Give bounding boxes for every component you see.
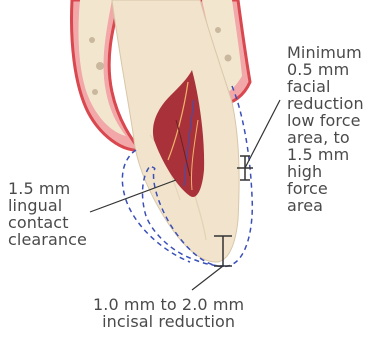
- facial-reduction-label: Minimum 0.5 mm facial reduction low forc…: [287, 44, 364, 214]
- facial-reduction-marker: [237, 100, 280, 180]
- lingual-clearance-label: 1.5 mm lingual contact clearance: [8, 180, 87, 248]
- incisal-reduction-label: 1.0 mm to 2.0 mm incisal reduction: [93, 296, 244, 330]
